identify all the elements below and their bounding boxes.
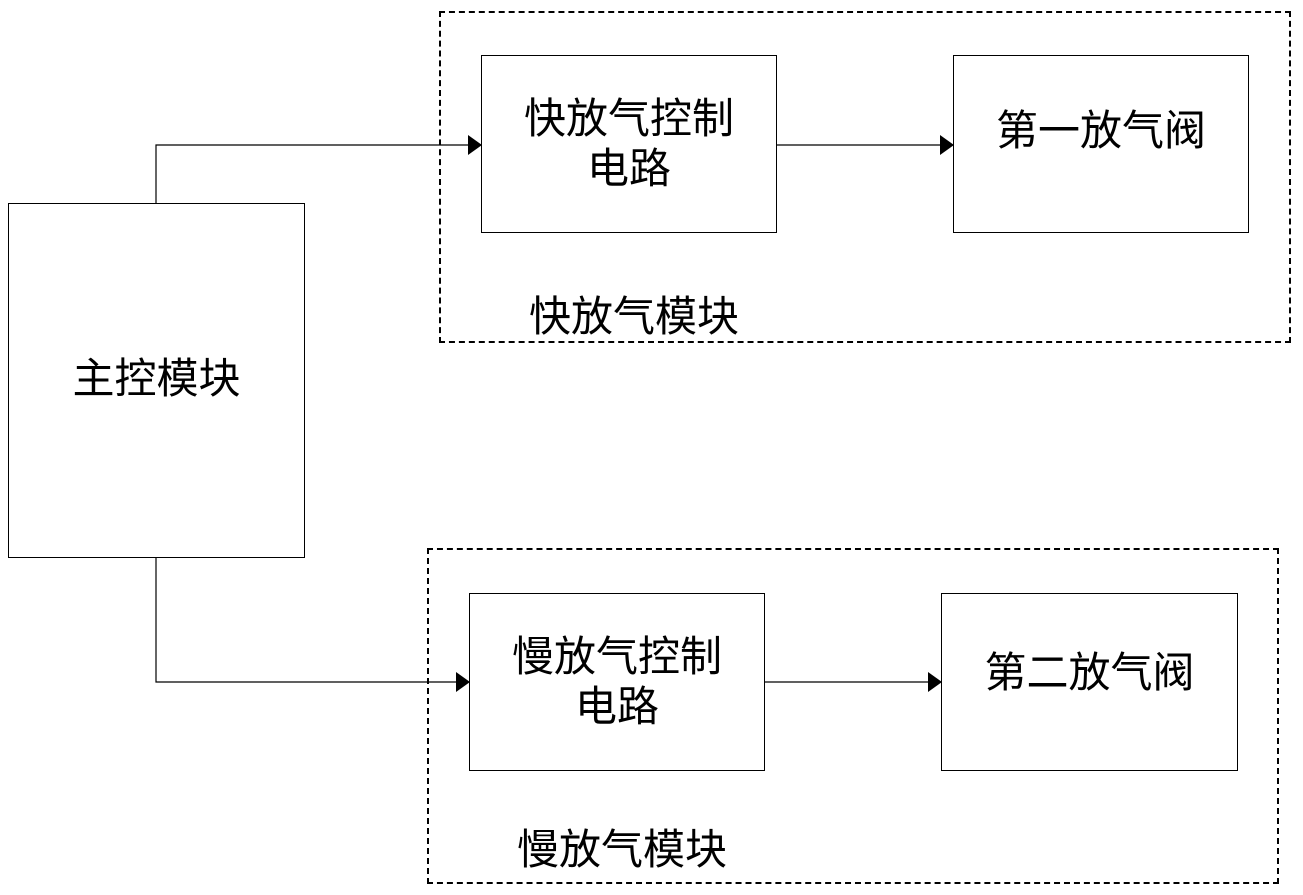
slow-release-control-circuit: 慢放气控制 电路 [469,593,765,771]
first-release-valve: 第一放气阀 [953,55,1249,233]
fast-release-control-circuit: 快放气控制 电路 [481,55,777,233]
main-control-module-label: 主控模块 [72,354,240,404]
main-to-slow-circuit-line [156,558,456,682]
main-control-module: 主控模块 [8,203,305,558]
fast-release-module-label: 快放气模块 [529,292,739,342]
slow-release-module-label: 慢放气模块 [517,825,727,875]
fast-release-control-circuit-label: 快放气控制 电路 [524,94,734,194]
second-release-valve-label: 第二放气阀 [984,648,1194,698]
second-release-valve: 第二放气阀 [941,593,1238,771]
main-to-fast-circuit-line [156,145,468,203]
slow-release-control-circuit-label: 慢放气控制 电路 [512,632,722,732]
first-release-valve-label: 第一放气阀 [996,106,1206,156]
